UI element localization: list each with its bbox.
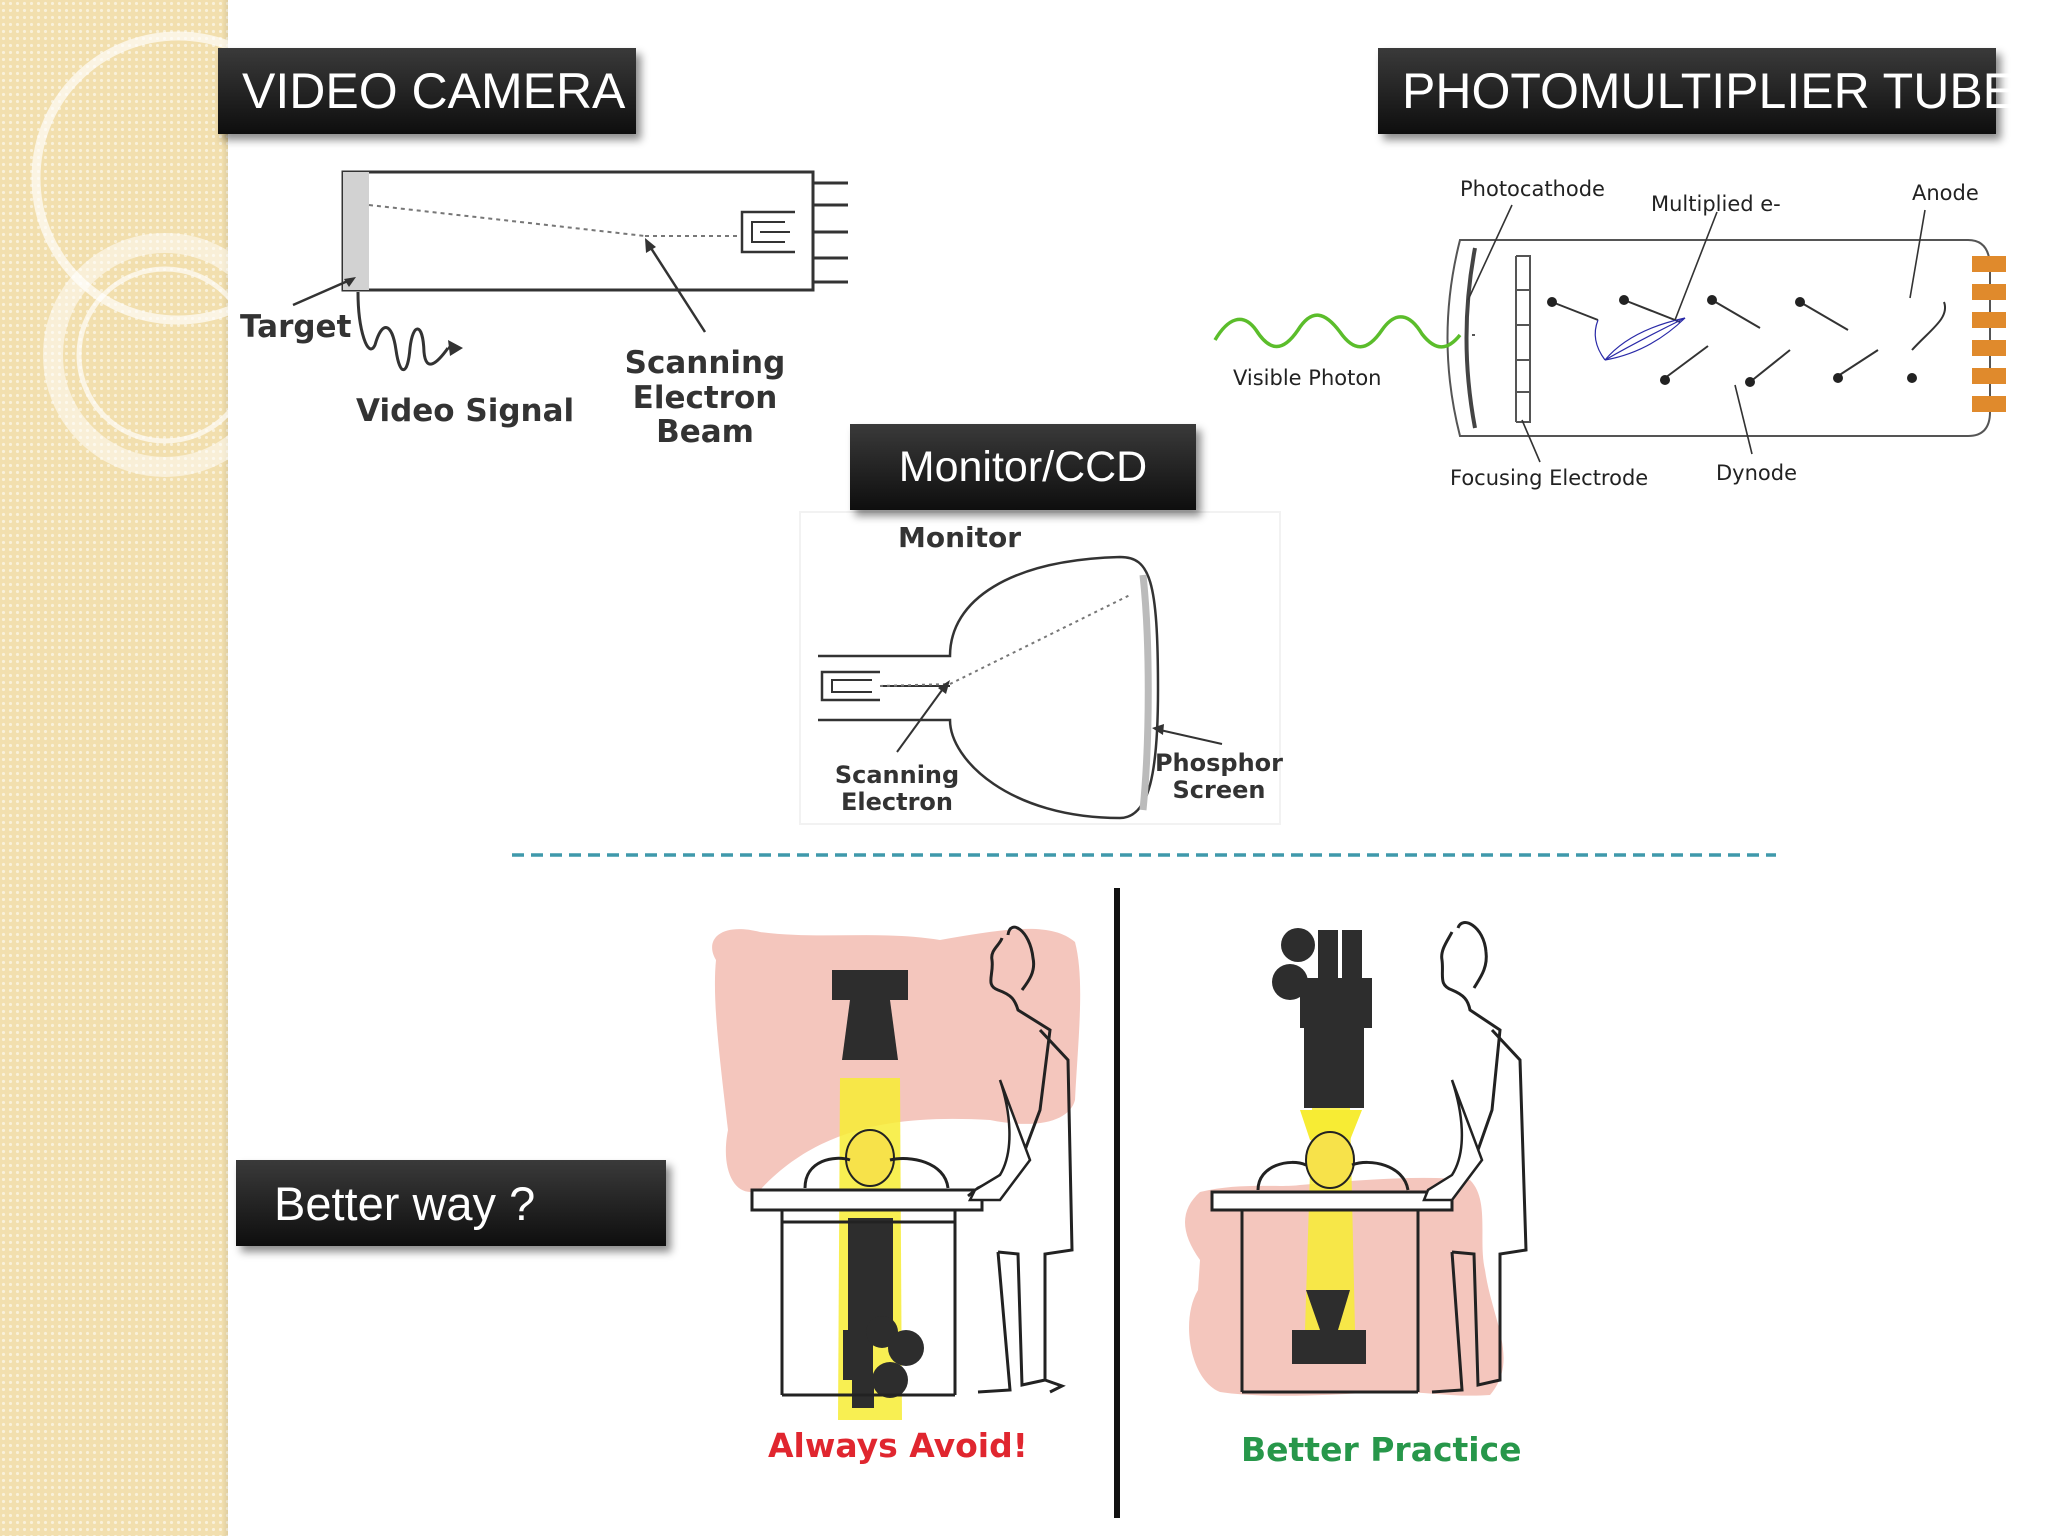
video-camera-heading: VIDEO CAMERA	[218, 48, 636, 134]
decorative-sidebar	[0, 0, 228, 1536]
better-practice-caption: Better Practice	[1241, 1430, 1522, 1469]
photocathode-label: Photocathode	[1460, 177, 1605, 201]
monitor-ccd-heading-text: Monitor/CCD	[898, 442, 1148, 491]
better-scene	[1185, 921, 1528, 1396]
photomultiplier-heading-text: PHOTOMULTIPLIER TUBE	[1402, 63, 2017, 119]
multiplied-electrons-label: Multiplied e-	[1651, 192, 1781, 216]
phosphor-screen-line-2: Screen	[1172, 775, 1266, 804]
photomultiplier-heading: PHOTOMULTIPLIER TUBE	[1378, 48, 2016, 134]
always-avoid-caption: Always Avoid!	[768, 1426, 1028, 1465]
video-camera-tube	[292, 170, 848, 372]
dynode-label: Dynode	[1716, 461, 1798, 485]
video-camera-heading-text: VIDEO CAMERA	[242, 63, 626, 119]
scanning-electron-label: Scanning Electron	[834, 762, 960, 816]
target-label: Target	[240, 309, 352, 345]
monitor-ccd-heading: Monitor/CCD	[850, 424, 1196, 510]
video-signal-label: Video Signal	[356, 393, 575, 429]
scanning-electron-beam-line-1: Scanning	[624, 345, 786, 381]
scanning-electron-beam-line-3: Beam	[656, 414, 754, 451]
scanning-electron-line-2: Electron	[840, 787, 953, 816]
scanning-electron-beam-line-2: Electron	[632, 379, 778, 416]
better-way-heading-text: Better way ?	[274, 1176, 536, 1230]
scanning-electron-line-1: Scanning	[834, 761, 960, 789]
photomultiplier-tube	[1213, 204, 2006, 463]
scanning-electron-beam-label: Scanning Electron Beam	[622, 346, 788, 450]
focusing-electrode-label: Focusing Electrode	[1450, 466, 1649, 490]
monitor-title: Monitor	[898, 521, 1022, 554]
better-way-heading: Better way ?	[236, 1160, 666, 1246]
visible-photon-label: Visible Photon	[1233, 366, 1382, 390]
anode-label: Anode	[1912, 181, 1979, 205]
phosphor-screen-label: Phosphor Screen	[1154, 750, 1284, 804]
avoid-scene	[712, 925, 1081, 1420]
phosphor-screen-line-1: Phosphor	[1154, 749, 1284, 777]
